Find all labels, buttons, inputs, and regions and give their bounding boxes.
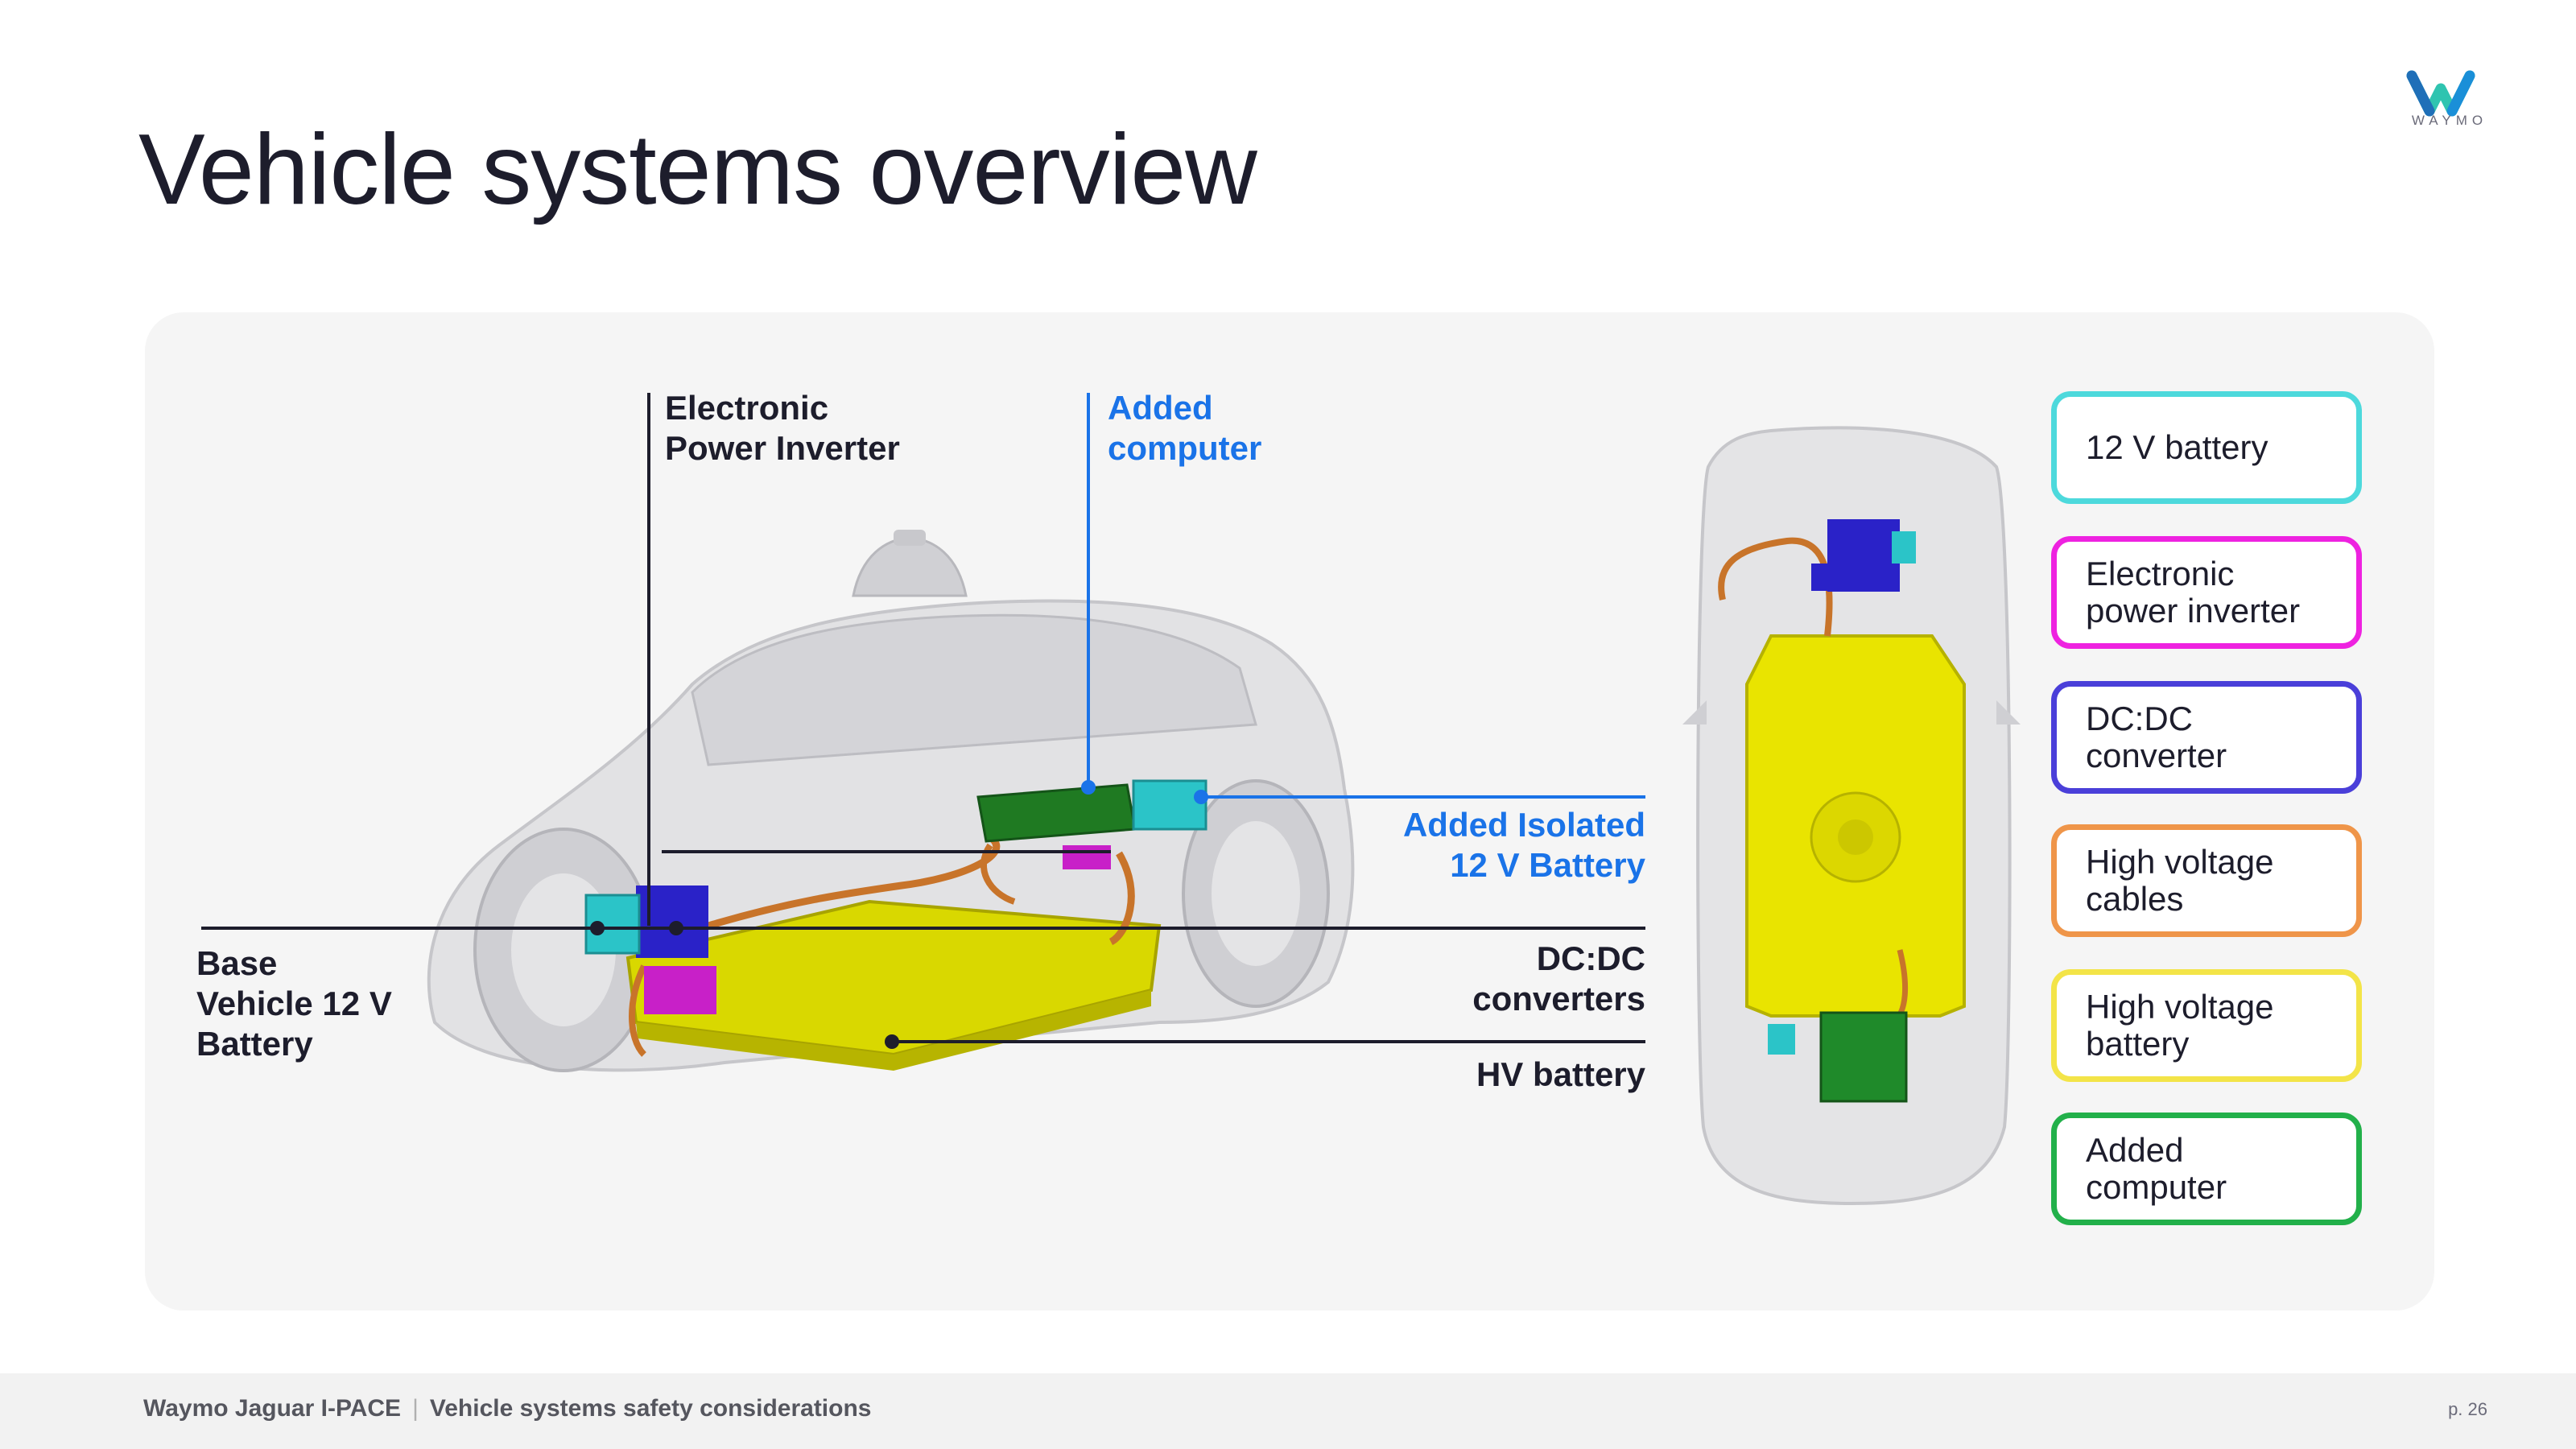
callout-added-isolated-battery: Added Isolated 12 V Battery (1402, 806, 1645, 884)
car-top-view (1682, 426, 2021, 1206)
callout-lines (201, 393, 1645, 1049)
legend-electronic-power-inverter: Electronic power inverter (2051, 536, 2362, 649)
page-title: Vehicle systems overview (138, 114, 1257, 225)
page-number: p. 26 (2448, 1399, 2487, 1419)
legend-12v-battery: 12 V battery (2051, 391, 2362, 504)
legend-high-voltage-battery: High voltage battery (2051, 969, 2362, 1082)
car-3d-view (427, 530, 1355, 1072)
callout-electronic-power-inverter: Electronic Power Inverter (665, 389, 900, 467)
footer-caption: Waymo Jaguar I-PACE | Vehicle systems safe… (143, 1395, 871, 1422)
waymo-logo-icon (2406, 70, 2475, 117)
legend-dc-dc-converter: DC:DC converter (2051, 681, 2362, 794)
footer-vehicle: Waymo Jaguar I-PACE (143, 1395, 402, 1422)
callout-dc-dc-converters: DC:DC converters (1472, 939, 1645, 1018)
footer-bar (0, 1373, 2576, 1449)
callout-base-vehicle-battery: Base Vehicle 12 V Battery (196, 944, 392, 1063)
footer-doc-title: Vehicle systems safety considerations (429, 1395, 872, 1422)
logo-wordmark: WAYMO (2411, 113, 2488, 128)
footer-separator: | (412, 1395, 419, 1422)
legend-added-computer: Added computer (2051, 1113, 2362, 1225)
callout-added-computer: Added computer (1108, 389, 1262, 467)
legend-high-voltage-cables: High voltage cables (2051, 824, 2362, 937)
callout-hv-battery: HV battery (1476, 1055, 1645, 1093)
